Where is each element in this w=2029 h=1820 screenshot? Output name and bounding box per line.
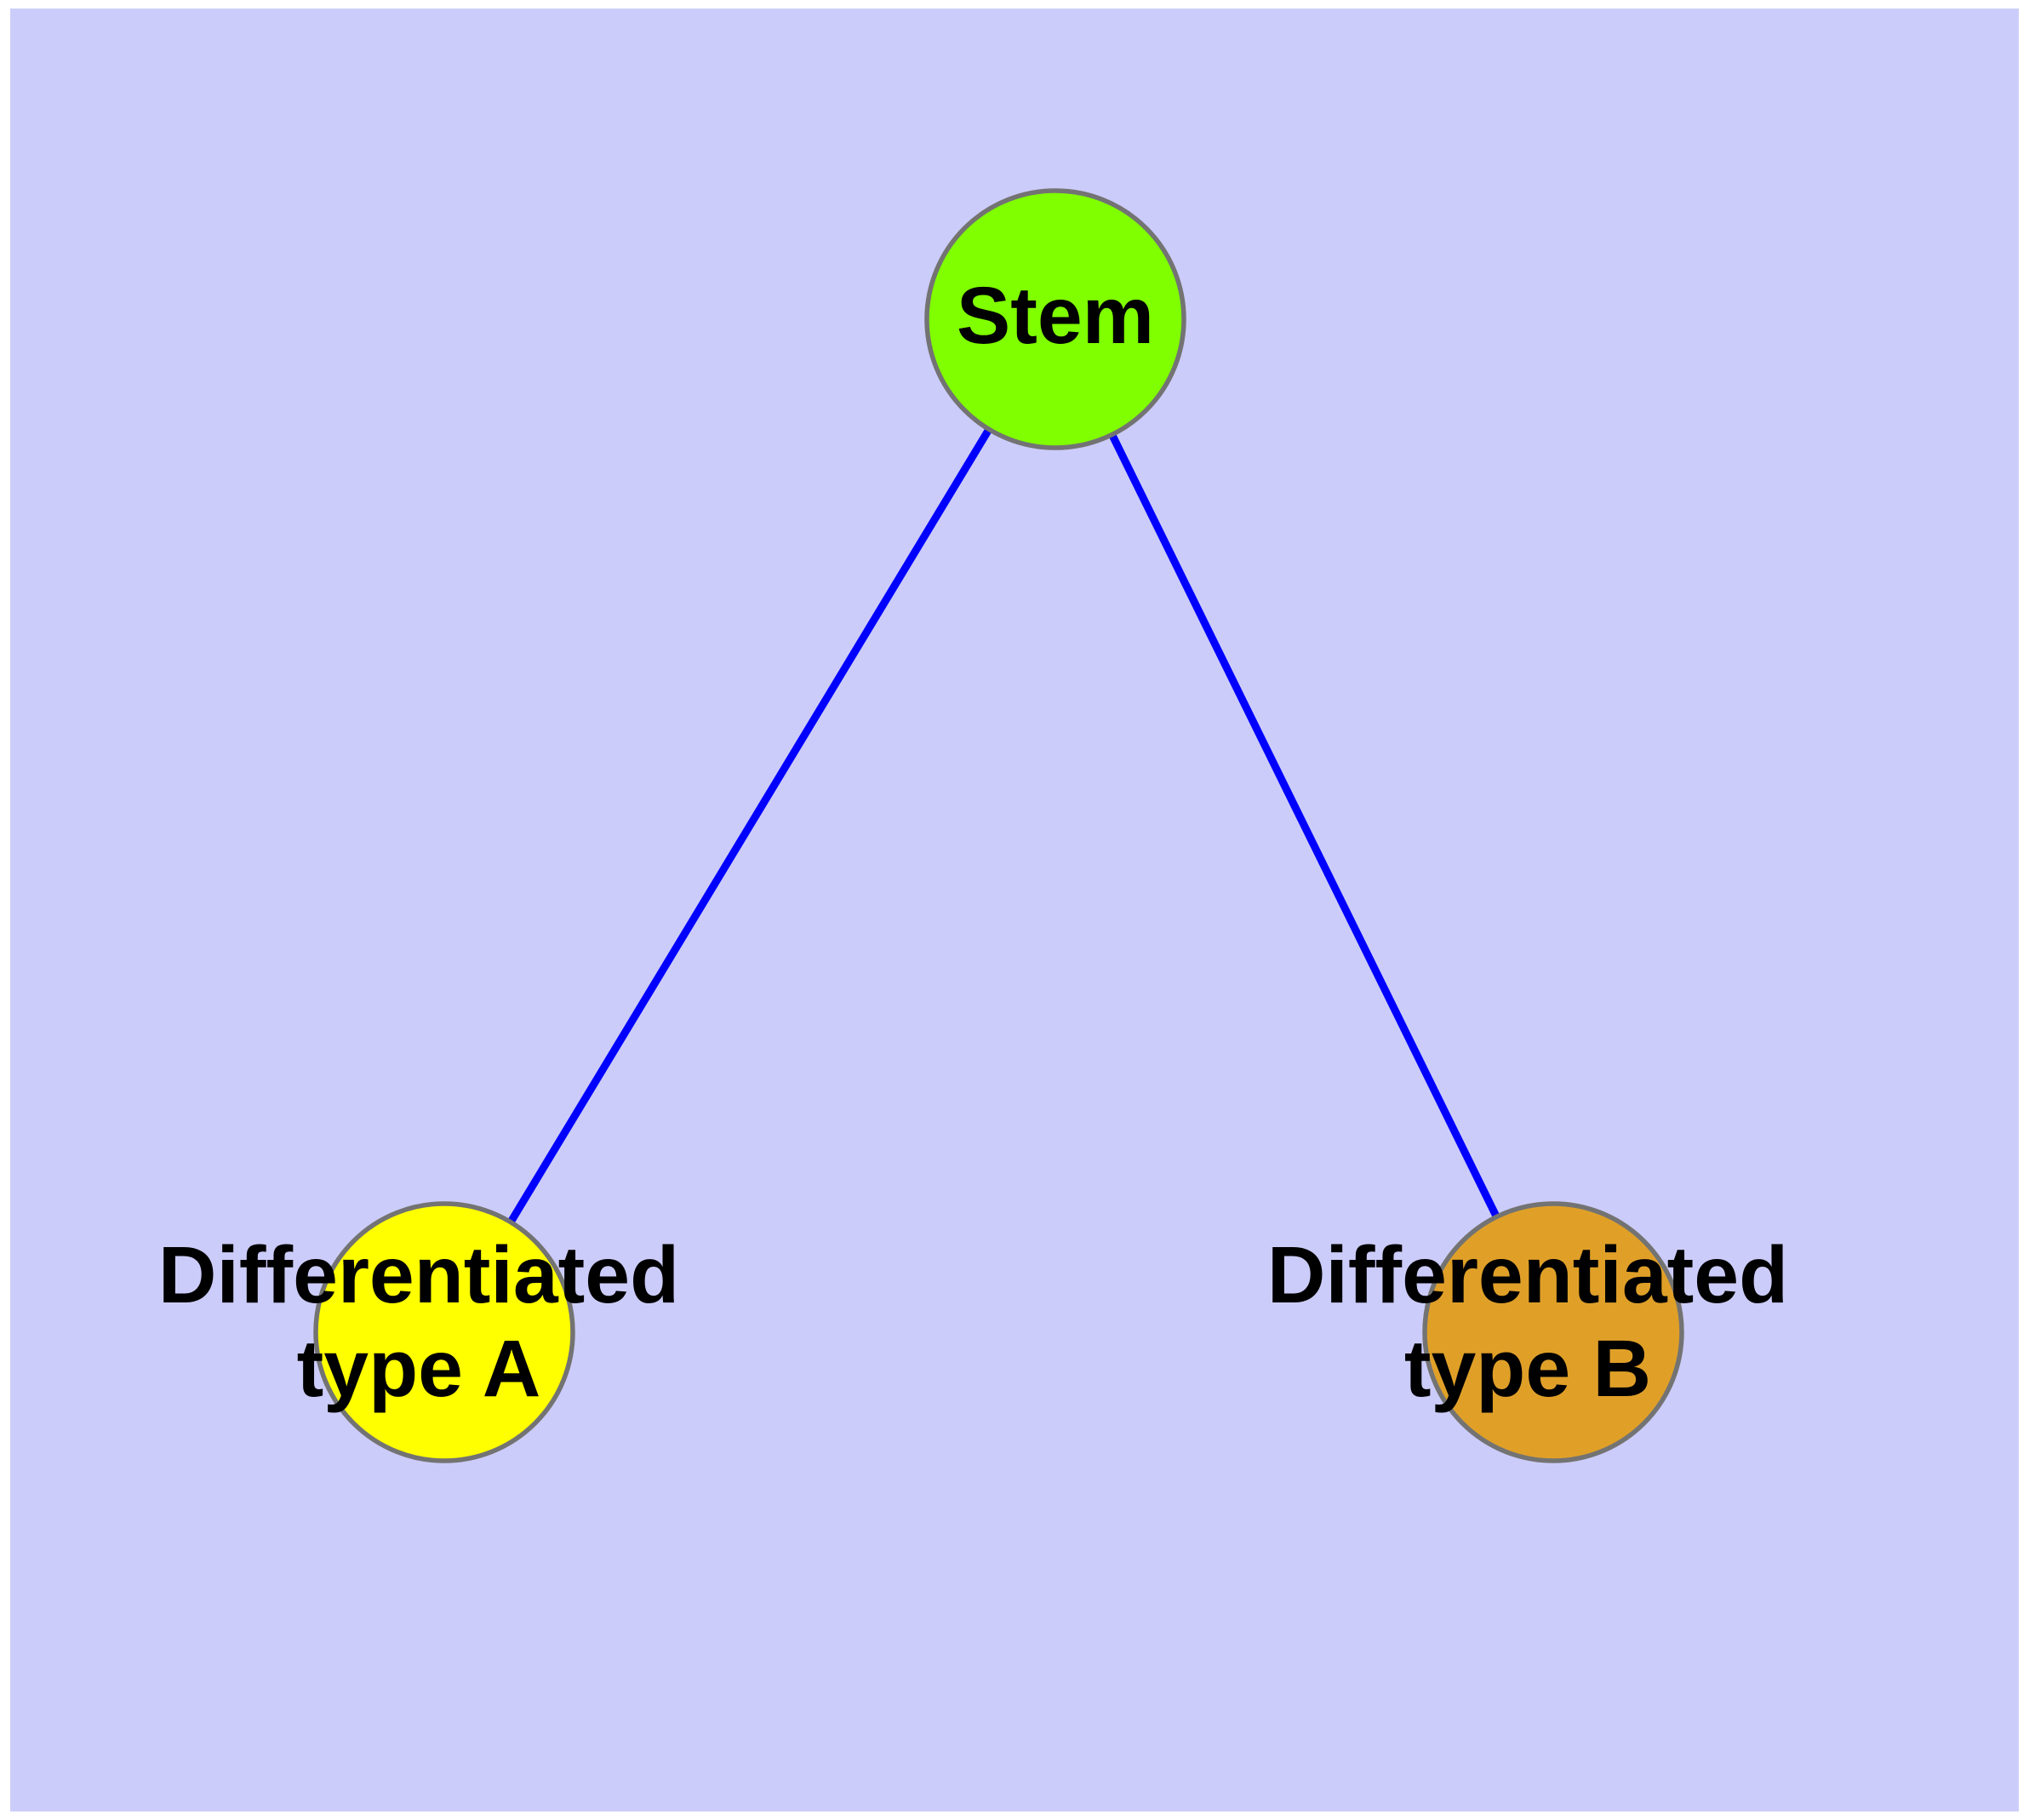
node-group — [313, 188, 1684, 1463]
edge-stem-to-differentiated-type-a[interactable] — [506, 426, 993, 1226]
edge-stem-to-differentiated-type-b[interactable] — [1107, 431, 1501, 1221]
edge-group — [506, 426, 1501, 1226]
node-label-differentiated-type-b-line2: type B — [1404, 1324, 1651, 1414]
node-label-differentiated-type-a-line1: Differentiated — [158, 1230, 679, 1320]
node-differentiated-type-a[interactable] — [313, 1201, 575, 1463]
node-label-differentiated-type-a-line2: type A — [297, 1324, 541, 1414]
node-differentiated-type-b[interactable] — [1422, 1201, 1684, 1463]
node-label-stem: Stem — [957, 271, 1154, 361]
node-label-differentiated-type-b-line1: Differentiated — [1267, 1230, 1788, 1320]
node-stem[interactable] — [924, 188, 1186, 450]
node-label-group: Stem Differentiated type A Differentiate… — [158, 271, 1788, 1414]
